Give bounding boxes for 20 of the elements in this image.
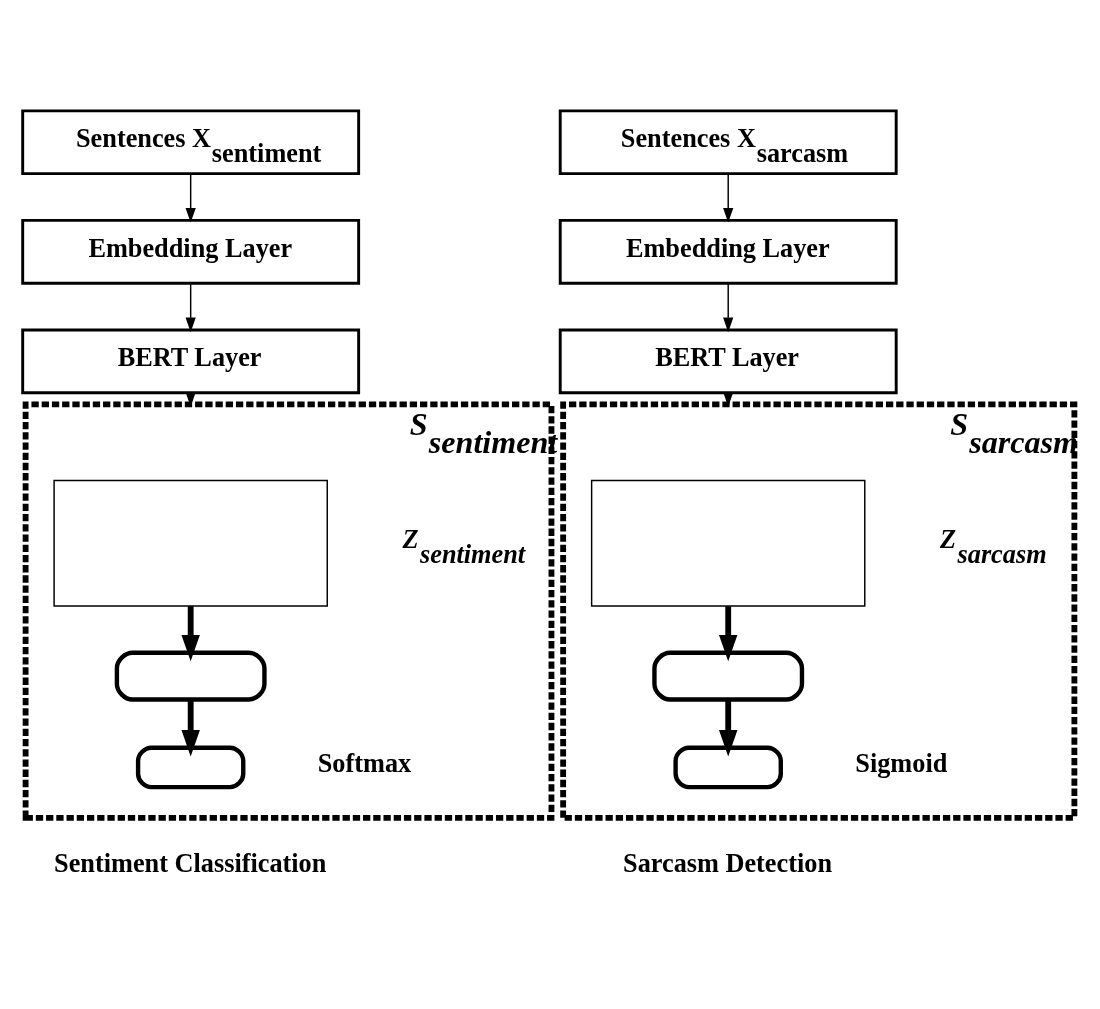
arrow bbox=[181, 606, 200, 662]
arrow bbox=[718, 699, 738, 757]
node-box bbox=[673, 745, 783, 790]
arrow bbox=[181, 699, 200, 757]
arrow bbox=[185, 282, 196, 333]
node-box: Embedding Layer bbox=[21, 218, 361, 285]
node-box bbox=[590, 479, 866, 607]
arrow bbox=[723, 282, 734, 333]
node-box bbox=[652, 650, 805, 702]
node-box bbox=[135, 745, 246, 790]
node-box: Embedding Layer bbox=[558, 218, 898, 285]
node-label: Sentiment Classification bbox=[54, 848, 327, 878]
node-box bbox=[53, 479, 328, 607]
arrow bbox=[718, 606, 738, 662]
node-label: Sigmoid bbox=[855, 749, 948, 779]
arrow bbox=[723, 173, 734, 223]
node-box bbox=[114, 650, 267, 702]
node-label: Softmax bbox=[317, 749, 412, 779]
node-label: Sarcasm Detection bbox=[623, 848, 833, 878]
arrow bbox=[185, 173, 196, 223]
